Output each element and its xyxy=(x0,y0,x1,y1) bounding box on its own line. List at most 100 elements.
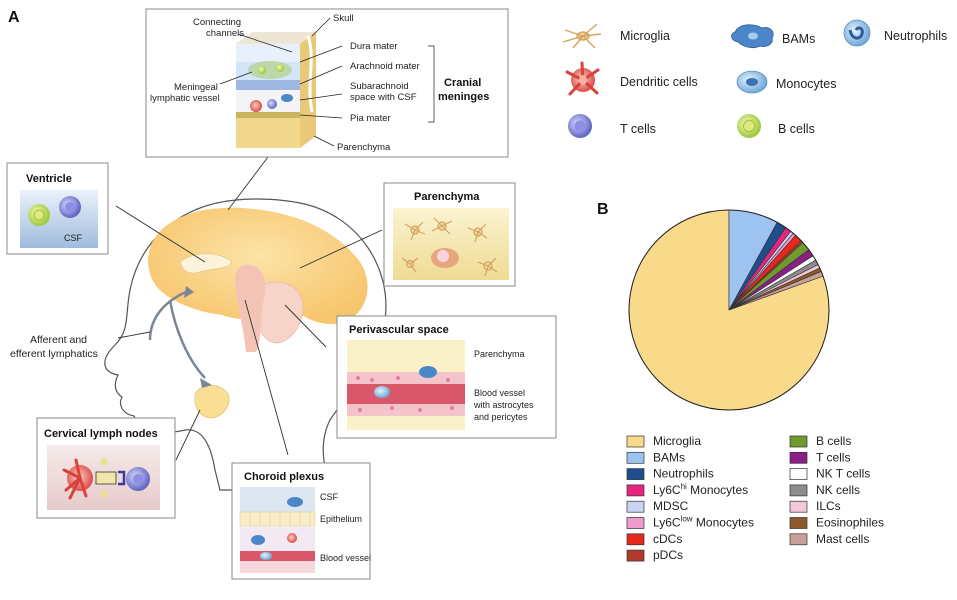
lymph-node-panel: Cervical lymph nodes xyxy=(36,417,176,519)
legend-label: T cells xyxy=(816,450,850,464)
connecting-channel xyxy=(306,35,314,113)
perivascular-panel: Perivascular space Parenchyma Blood vess… xyxy=(336,315,557,439)
ventricle-csf-label: CSF xyxy=(64,233,83,243)
subarachnoid-label: Subarachnoid xyxy=(350,81,409,92)
block-side xyxy=(300,32,316,148)
legend-bcells: B cells xyxy=(778,122,815,136)
microglia-icon xyxy=(401,217,498,277)
head-illustration xyxy=(104,198,387,491)
legend-label: MDSC xyxy=(653,499,689,513)
legend-swatch xyxy=(789,500,808,513)
choroid-title: Choroid plexus xyxy=(244,471,324,483)
parenchyma-title: Parenchyma xyxy=(414,191,480,203)
legend-label: Mast cells xyxy=(816,532,869,546)
skull-layer xyxy=(236,44,300,62)
parenchyma-label: Parenchyma xyxy=(337,142,391,153)
lymphatics-label-2: efferent lymphatics xyxy=(10,348,98,360)
legend-label: NK T cells xyxy=(816,467,870,481)
legend-swatch xyxy=(789,484,808,497)
b-cell-icon xyxy=(258,66,266,74)
pia-label: Pia mater xyxy=(350,113,391,124)
legend-microglia: Microglia xyxy=(620,29,670,43)
t-cell-icon xyxy=(568,114,592,138)
legend-swatch xyxy=(789,468,808,480)
lymphatic-arrow-2 xyxy=(168,299,206,379)
lymphatic-arrow-1 xyxy=(148,290,187,341)
monocyte-icon xyxy=(437,250,449,262)
block-top xyxy=(236,32,316,44)
legend-label: Ly6Chi Monocytes xyxy=(653,482,748,497)
legend-tcells: T cells xyxy=(620,122,656,136)
pie-outline xyxy=(628,209,830,411)
meninges-panel: Connecting channels Skull Dura mater Ara… xyxy=(145,8,509,158)
pie-chart xyxy=(628,209,830,411)
legend-swatch xyxy=(626,468,645,480)
bam-icon xyxy=(251,535,265,545)
skull-label: Skull xyxy=(333,13,354,24)
bam-icon xyxy=(281,94,293,102)
parenchyma-panel: Parenchyma xyxy=(383,182,516,287)
bam-icon xyxy=(419,366,437,378)
bam-icon xyxy=(731,24,774,49)
meningeal-label-2: lymphatic vessel xyxy=(150,93,220,104)
panel-a-label: A xyxy=(8,9,20,26)
b-cell-icon xyxy=(737,114,761,138)
cell-legend: Microglia BAMs Neutrophils Dendritic cel… xyxy=(562,19,947,138)
dura-label: Dura mater xyxy=(350,41,398,52)
legend-label: Microglia xyxy=(653,434,701,448)
legend-swatch xyxy=(626,549,645,562)
arrow-head-2 xyxy=(200,378,212,388)
meningeal-label: Meningeal xyxy=(174,82,218,93)
legend-neutrophils: Neutrophils xyxy=(884,29,947,43)
panel-b-label: B xyxy=(597,201,609,218)
choroid-csf-label: CSF xyxy=(320,492,339,502)
subarachnoid-label-2: space with CSF xyxy=(350,92,417,103)
legend-monocytes: Monocytes xyxy=(776,77,836,91)
monocyte-icon xyxy=(736,70,768,94)
connecting-label: Connecting xyxy=(193,17,241,28)
legend-swatch xyxy=(626,435,645,448)
vessel-label-3: and pericytes xyxy=(474,412,528,422)
ventricle-panel: Ventricle CSF xyxy=(6,162,109,255)
b-cell-icon xyxy=(276,64,284,72)
legend-label: Ly6Clow Monocytes xyxy=(653,515,754,530)
legend-swatch xyxy=(626,533,645,546)
legend-swatch xyxy=(789,451,808,464)
legend-swatch xyxy=(626,451,645,464)
choroid-panel: Choroid plexus CSF Epithelium Blood vess… xyxy=(231,462,371,580)
legend-dendritic: Dendritic cells xyxy=(620,75,698,89)
lymphatic-vessel xyxy=(248,61,292,79)
dendritic-cell-icon xyxy=(62,458,93,500)
parenchyma-layer xyxy=(236,118,300,148)
legend-label: cDCs xyxy=(653,532,682,546)
vessel-label-1: Blood vessel xyxy=(474,388,525,398)
legend-label: B cells xyxy=(816,434,851,448)
brain xyxy=(148,207,368,329)
brainstem xyxy=(235,264,266,352)
perivascular-title: Perivascular space xyxy=(349,324,449,336)
legend-label: ILCs xyxy=(816,499,841,513)
legend-swatch xyxy=(626,517,645,529)
microglia-icon xyxy=(562,23,602,49)
lymph-title: Cervical lymph nodes xyxy=(44,428,158,440)
t-cell-icon xyxy=(267,99,277,109)
vessel-label-2: with astrocytes xyxy=(473,400,534,410)
lymphatics-label: Afferent and xyxy=(30,334,87,346)
monocyte-icon xyxy=(260,552,272,560)
pia-layer xyxy=(236,112,300,118)
legend-swatch xyxy=(626,484,645,497)
perivascular-parenchyma-label: Parenchyma xyxy=(474,349,525,359)
legend-label: Eosinophiles xyxy=(816,516,884,530)
dendritic-cell-icon xyxy=(565,61,600,96)
legend-swatch xyxy=(789,533,808,546)
cranial-label: Cranial xyxy=(444,77,481,89)
neutrophil-icon xyxy=(843,19,871,47)
monocyte-icon xyxy=(374,386,390,398)
ventricle-shape xyxy=(179,253,233,274)
legend-label: NK cells xyxy=(816,483,860,497)
connector-lines xyxy=(115,156,383,461)
ventricle-title: Ventricle xyxy=(26,173,72,185)
bam-icon xyxy=(287,497,303,507)
